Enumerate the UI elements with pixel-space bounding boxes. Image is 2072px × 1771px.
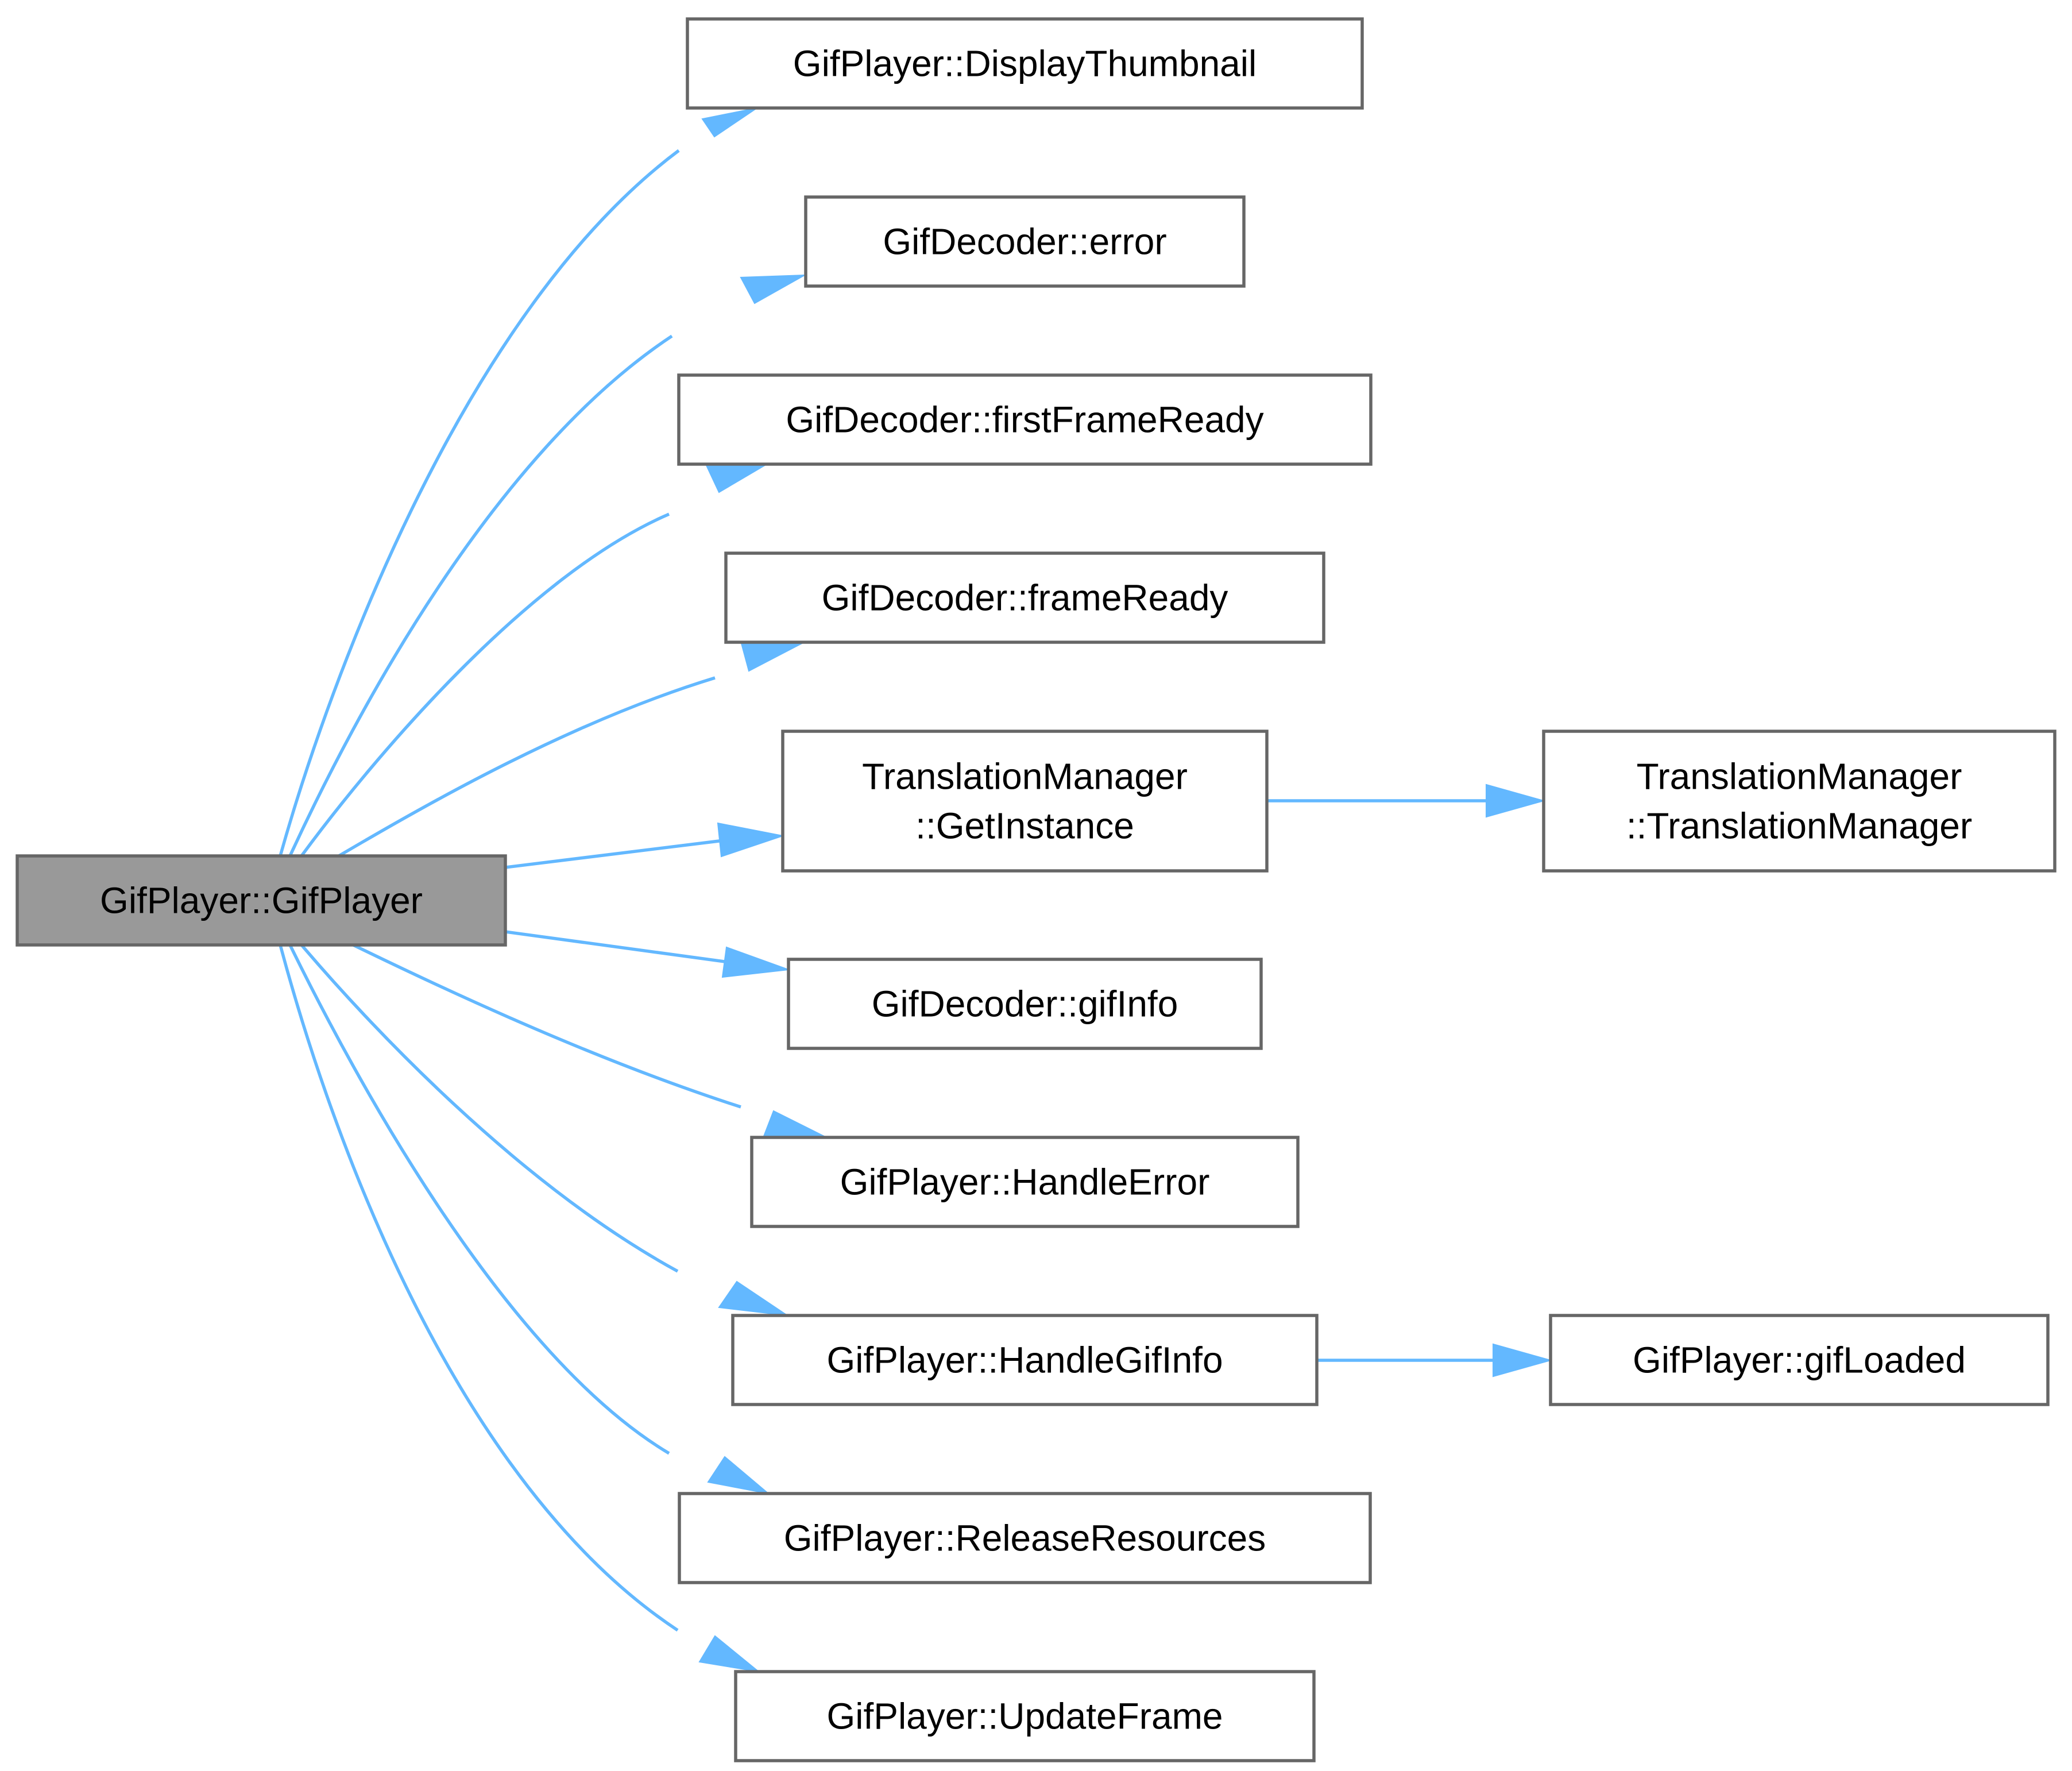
node-gifplayer-releaseresources[interactable]: GifPlayer::ReleaseResources: [678, 1492, 1372, 1584]
node-gifplayer-updateframe[interactable]: GifPlayer::UpdateFrame: [734, 1670, 1316, 1762]
node-gifplayer-handleerror[interactable]: GifPlayer::HandleError: [750, 1136, 1300, 1228]
node-gifdecoder-error[interactable]: GifDecoder::error: [804, 195, 1246, 288]
call-edge: [338, 641, 806, 858]
node-translationmanager-translationmanager[interactable]: TranslationManager::TranslationManager: [1542, 730, 2056, 873]
arrowhead-icon: [1493, 1343, 1553, 1378]
arrowhead-icon: [740, 275, 805, 304]
call-edge: [300, 944, 788, 1316]
node-gifplayer-gifplayer[interactable]: GifPlayer::GifPlayer: [16, 854, 507, 947]
call-edge: [300, 461, 771, 857]
edge-line: [505, 930, 767, 969]
call-edge: [288, 275, 805, 857]
edge-line: [288, 944, 670, 1455]
node-box: [686, 17, 1364, 110]
arrowhead-icon: [1486, 784, 1546, 818]
node-box: [731, 1314, 1319, 1406]
arrowhead-icon: [701, 107, 757, 138]
node-gifplayer-displaythumbnail[interactable]: GifPlayer::DisplayThumbnail: [686, 17, 1364, 110]
edge-line: [279, 149, 680, 856]
node-box: [734, 1670, 1316, 1762]
call-edge: [505, 930, 789, 978]
node-label: GifDecoder::gifInfo: [872, 983, 1178, 1025]
node-label: GifPlayer::HandleGifInfo: [826, 1340, 1223, 1381]
node-box: [1542, 730, 2056, 873]
node-gifdecoder-gifinfo[interactable]: GifDecoder::gifInfo: [787, 958, 1263, 1050]
call-edge: [288, 944, 771, 1495]
arrowhead-icon: [698, 1635, 761, 1673]
node-gifdecoder-frameready[interactable]: GifDecoder::frameReady: [724, 551, 1325, 644]
node-box: [787, 958, 1263, 1050]
node-label: GifDecoder::error: [883, 221, 1166, 263]
node-box: [677, 373, 1373, 466]
call-edge: [279, 107, 757, 856]
call-edge: [279, 944, 761, 1673]
node-label: GifDecoder::firstFrameReady: [786, 399, 1263, 441]
node-label: TranslationManager: [1637, 756, 1962, 797]
edge-line: [505, 834, 761, 869]
edge-line: [288, 334, 673, 857]
arrowhead-icon: [763, 1110, 827, 1138]
node-gifplayer-gifloaded[interactable]: GifPlayer::gifLoaded: [1549, 1314, 2050, 1406]
arrowhead-icon: [717, 822, 785, 858]
node-box: [804, 195, 1246, 288]
arrowhead-icon: [707, 1456, 771, 1495]
call-edge: [505, 822, 785, 869]
edge-line: [300, 944, 679, 1273]
node-gifdecoder-firstframeready[interactable]: GifDecoder::firstFrameReady: [677, 373, 1373, 466]
node-label: GifPlayer::DisplayThumbnail: [793, 43, 1257, 84]
node-gifplayer-handlegifinfo[interactable]: GifPlayer::HandleGifInfo: [731, 1314, 1319, 1406]
node-label: GifPlayer::ReleaseResources: [784, 1518, 1266, 1559]
node-box: [724, 551, 1325, 644]
call-edge: [1317, 1343, 1553, 1378]
node-box: [1549, 1314, 2050, 1406]
edge-line: [338, 676, 716, 858]
arrowhead-icon: [705, 461, 771, 493]
node-label: GifPlayer::HandleError: [840, 1162, 1210, 1203]
node-label: GifDecoder::frameReady: [822, 577, 1228, 619]
arrowhead-icon: [721, 946, 789, 978]
node-box: [781, 730, 1269, 873]
arrowhead-icon: [740, 641, 806, 672]
node-label: GifPlayer::gifLoaded: [1633, 1340, 1966, 1381]
node-label: GifPlayer::GifPlayer: [100, 880, 423, 921]
node-translationmanager-getinstance[interactable]: TranslationManager::GetInstance: [781, 730, 1269, 873]
call-edge: [1267, 784, 1546, 818]
node-box: [750, 1136, 1300, 1228]
edge-line: [279, 944, 679, 1632]
node-label: ::GetInstance: [915, 805, 1134, 847]
node-box: [16, 854, 507, 947]
arrowhead-icon: [718, 1280, 788, 1316]
node-label: TranslationManager: [862, 756, 1188, 797]
node-label: GifPlayer::UpdateFrame: [826, 1696, 1223, 1737]
node-label: ::TranslationManager: [1626, 805, 1972, 847]
node-box: [678, 1492, 1372, 1584]
edge-line: [352, 943, 741, 1109]
edge-line: [300, 512, 670, 857]
